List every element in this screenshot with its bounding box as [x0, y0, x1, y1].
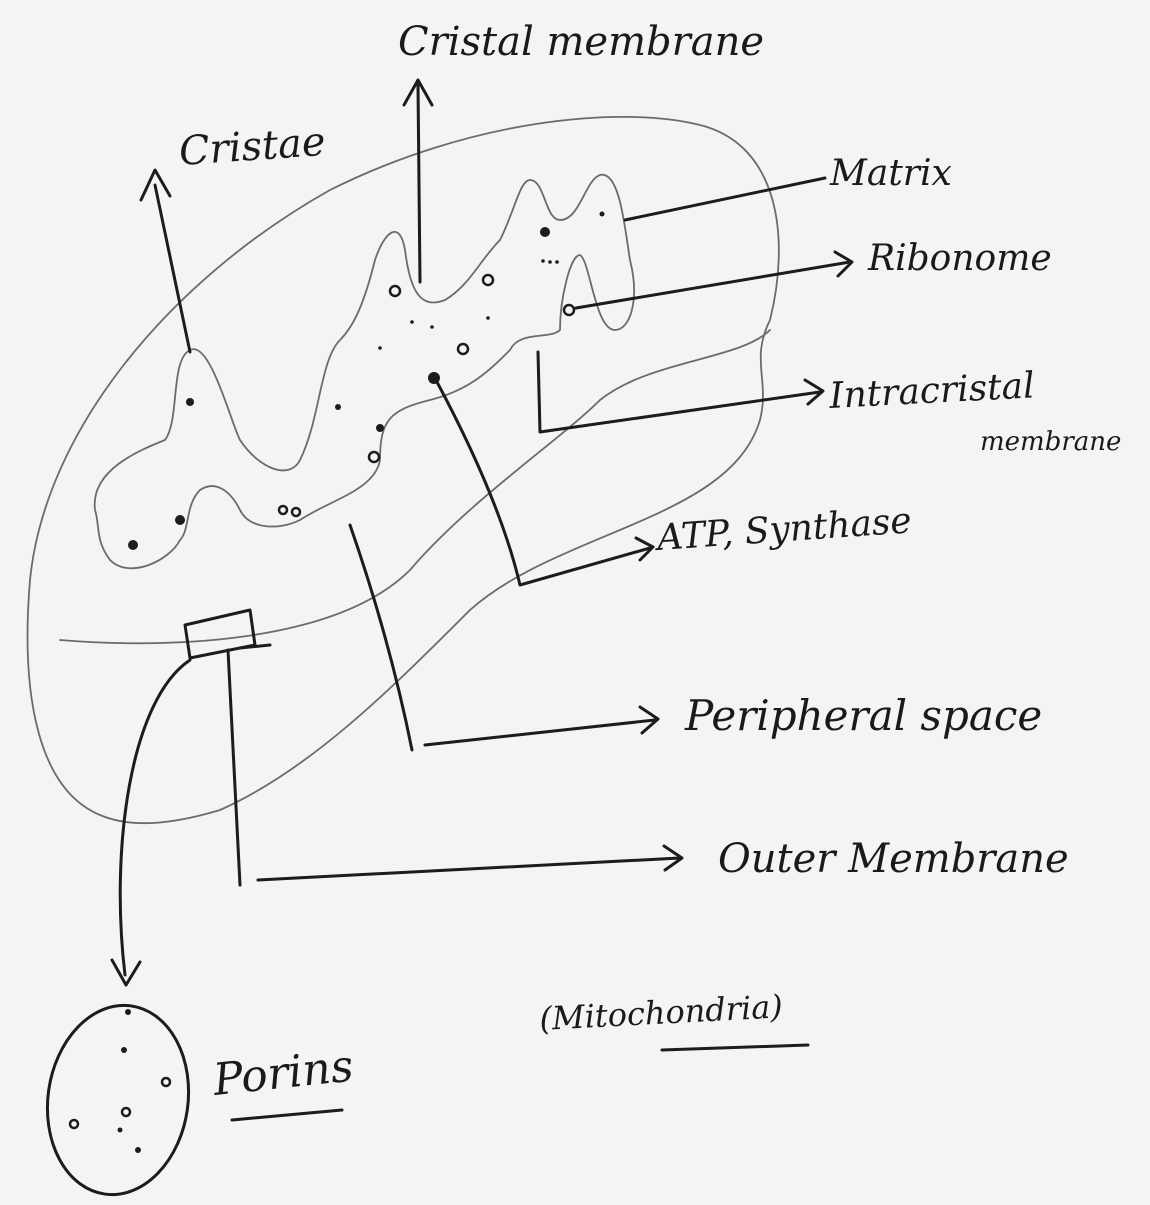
ribonome-label: Ribonome — [867, 238, 1052, 279]
porins-underline — [230, 1108, 344, 1122]
ribosome-dot — [541, 259, 545, 263]
outer-membrane-outline — [26, 115, 780, 825]
ribosome-dot — [186, 398, 194, 406]
ribosome-dot — [128, 540, 138, 550]
ribosome-dot — [599, 211, 605, 217]
atp-synthase-pointer-line — [435, 380, 652, 587]
inner-membrane-outline — [59, 329, 771, 645]
atp-synthase-label: ATP, Synthase — [653, 500, 913, 559]
porin-dot — [125, 1009, 131, 1015]
porins-arrowhead — [110, 958, 142, 987]
ribosome-dot — [410, 320, 414, 324]
peripheral-space-arrowhead — [638, 705, 660, 735]
ribonome-arrowhead — [833, 250, 854, 278]
porin-box — [183, 608, 257, 660]
ribosome-ring — [481, 273, 495, 287]
porin-dot — [121, 1047, 127, 1053]
matrix-pointer-line — [623, 176, 827, 222]
outer-membrane-arrowhead — [662, 844, 684, 872]
porin-ring — [68, 1118, 80, 1130]
ribosome-dot — [540, 227, 550, 237]
intracristal-label: Intracristal — [827, 365, 1035, 417]
cristae-arrowhead — [139, 168, 172, 202]
cristal-membrane-arrowhead — [402, 78, 434, 107]
atp-synthase-arrowhead — [634, 536, 655, 562]
cristae-label: Cristae — [177, 119, 326, 175]
ribosome-dot — [430, 325, 434, 329]
ribosome-ring — [388, 284, 402, 298]
ribosome-ring — [367, 450, 381, 464]
cristal-membrane-pointer-line — [416, 83, 422, 284]
ribosome-dot — [555, 260, 559, 264]
caption-label: (Mitochondria) — [538, 987, 783, 1038]
ribonome-marker — [562, 303, 576, 317]
ribosome-dot — [378, 346, 382, 350]
cristae-folds — [93, 174, 635, 570]
intracristal-pointer-line — [536, 350, 822, 434]
outer-membrane-pointer-line — [226, 648, 682, 887]
porin-dot — [117, 1127, 123, 1133]
peripheral-space-label: Peripheral space — [684, 691, 1042, 740]
ribonome-pointer-line — [574, 260, 852, 310]
ribosome-dot — [548, 260, 552, 264]
cristal-membrane-label: Cristal membrane — [398, 19, 764, 65]
outer-membrane-label: Outer Membrane — [718, 836, 1069, 882]
porin-ring — [120, 1106, 132, 1118]
intracristal-arrowhead — [803, 378, 825, 406]
porin-box-tick — [238, 643, 272, 650]
cristae-pointer-line — [153, 183, 192, 354]
porin-dot — [135, 1147, 141, 1153]
ribosome-ring — [456, 342, 470, 356]
ribosome-dot — [486, 316, 490, 320]
ribosome-dot — [175, 515, 185, 525]
porins-pointer-line — [118, 658, 192, 977]
caption-underline — [660, 1043, 810, 1052]
ribosome-ring — [290, 506, 302, 518]
porins-circle — [45, 1003, 191, 1197]
ribosome-dot — [376, 424, 384, 432]
ribosome-dot — [335, 404, 341, 410]
porins-label: Porins — [210, 1041, 356, 1106]
matrix-label: Matrix — [829, 153, 952, 194]
ribosome-ring — [277, 504, 289, 516]
intracristal-label-line2: membrane — [980, 427, 1121, 457]
peripheral-space-pointer-line — [348, 523, 657, 752]
porin-ring — [160, 1076, 172, 1088]
